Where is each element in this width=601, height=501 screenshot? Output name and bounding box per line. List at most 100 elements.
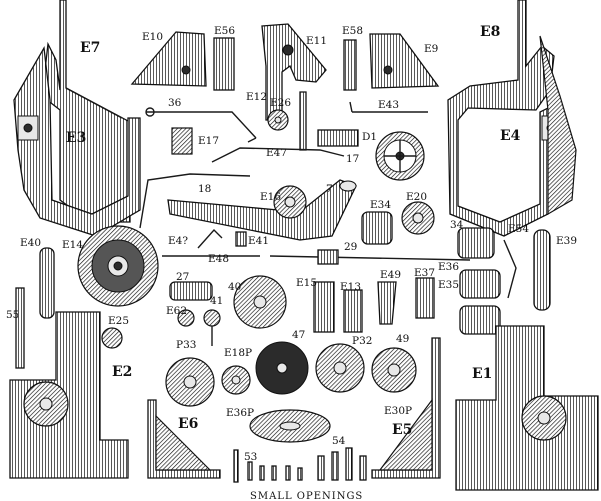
part-e56	[213, 37, 235, 91]
part-41	[203, 309, 221, 346]
part-e10-bracket	[130, 31, 207, 87]
part-e35-spring	[459, 269, 501, 299]
label-27: 27	[176, 271, 189, 283]
part-e40-bar	[39, 247, 55, 319]
part-7-arm	[167, 179, 357, 241]
label-54: 54	[332, 435, 346, 447]
label-e42: E4?	[168, 235, 188, 247]
label-p33: P33	[176, 339, 196, 351]
label-e37: E37	[414, 267, 435, 279]
label-17: 17	[346, 153, 359, 165]
part-e62	[177, 309, 195, 327]
label-29: 29	[344, 241, 357, 253]
label-p32: P32	[352, 335, 372, 347]
label-7: 7	[326, 183, 333, 195]
label-e54: E54	[508, 223, 529, 235]
label-e20: E20	[406, 191, 427, 203]
part-e42	[197, 228, 223, 249]
label-47: 47	[292, 329, 305, 341]
label-e25: E25	[108, 315, 129, 327]
part-e15	[313, 281, 335, 333]
label-d1: D1	[362, 131, 377, 143]
part-e5-bracket	[371, 337, 441, 479]
part-55-rod	[15, 287, 25, 369]
part-e34-spring	[361, 211, 393, 245]
part-e13	[343, 289, 363, 333]
part-d1-handwheel	[375, 131, 425, 181]
label-e13: E13	[340, 281, 361, 293]
part-e58	[343, 39, 357, 91]
part-e37	[415, 277, 435, 319]
label-e18p: E18P	[224, 347, 252, 359]
part-e8-frame	[447, 0, 561, 237]
part-53-screws	[233, 449, 303, 483]
label-e30p: E30P	[384, 405, 412, 417]
part-p33-gear	[165, 357, 215, 407]
label-18: 18	[198, 183, 211, 195]
label-e6: E6	[178, 416, 198, 432]
label-e26: E26	[270, 97, 291, 109]
label-e1: E1	[472, 366, 492, 382]
part-e12	[299, 91, 307, 151]
label-e9: E9	[424, 43, 438, 55]
part-p32-gear	[315, 343, 365, 393]
part-e7-frame	[41, 0, 131, 223]
label-e47: E47	[266, 147, 287, 159]
part-e6-bracket	[147, 399, 221, 479]
part-e26	[267, 109, 289, 131]
part-e1-housing	[455, 325, 599, 491]
part-e4-frame	[539, 35, 577, 216]
part-e18p-gear	[221, 365, 251, 395]
label-41: 41	[210, 295, 223, 307]
label-36: 36	[168, 97, 182, 109]
part-e20-gear	[401, 201, 435, 235]
part-40-disc	[233, 275, 287, 329]
label-e62: E62	[166, 305, 187, 317]
part-e49	[377, 281, 397, 325]
part-34-spring	[457, 227, 495, 259]
label-34: 34	[450, 219, 464, 231]
part-47-gear	[255, 341, 309, 395]
label-e15: E15	[296, 277, 317, 289]
label-e4: E4	[500, 128, 521, 144]
label-e43: E43	[378, 99, 399, 111]
label-e11: E11	[306, 35, 327, 47]
label-55: 55	[6, 309, 19, 321]
label-e16: E16	[260, 191, 281, 203]
label-e49: E49	[380, 269, 401, 281]
label-e14: E14	[62, 239, 83, 251]
part-36-lever	[145, 107, 257, 143]
part-29-shaft	[269, 249, 471, 265]
label-e3: E3	[66, 130, 86, 146]
label-e40: E40	[20, 237, 41, 249]
part-e16-gear	[273, 185, 307, 219]
part-e14-gear	[77, 225, 159, 307]
label-e36p: E36P	[226, 407, 254, 419]
part-e54	[503, 239, 517, 299]
label-e5: E5	[392, 422, 412, 438]
part-49-gear	[371, 347, 417, 393]
label-e34: E34	[370, 199, 391, 211]
part-e3-frame	[13, 45, 141, 237]
label-e8: E8	[480, 24, 500, 40]
label-e48: E48	[208, 253, 229, 265]
plate-caption: SMALL OPENINGS	[250, 491, 363, 501]
part-e43	[349, 101, 428, 113]
label-e2: E2	[112, 364, 132, 380]
label-e7: E7	[80, 40, 100, 56]
part-e11	[261, 23, 327, 121]
label-e17: E17	[198, 135, 219, 147]
part-e2-housing	[9, 311, 129, 479]
part-18-rod	[139, 173, 251, 229]
label-e41: E41	[248, 235, 269, 247]
part-e36-spring	[459, 305, 501, 335]
label-e12: E12	[246, 91, 267, 103]
label-e10: E10	[142, 31, 163, 43]
part-54-screws	[317, 447, 367, 481]
part-e39-bar	[533, 229, 551, 311]
label-e35: E35	[438, 279, 459, 291]
part-e47-rod	[211, 129, 359, 163]
label-49: 49	[396, 333, 409, 345]
label-53: 53	[244, 451, 257, 463]
